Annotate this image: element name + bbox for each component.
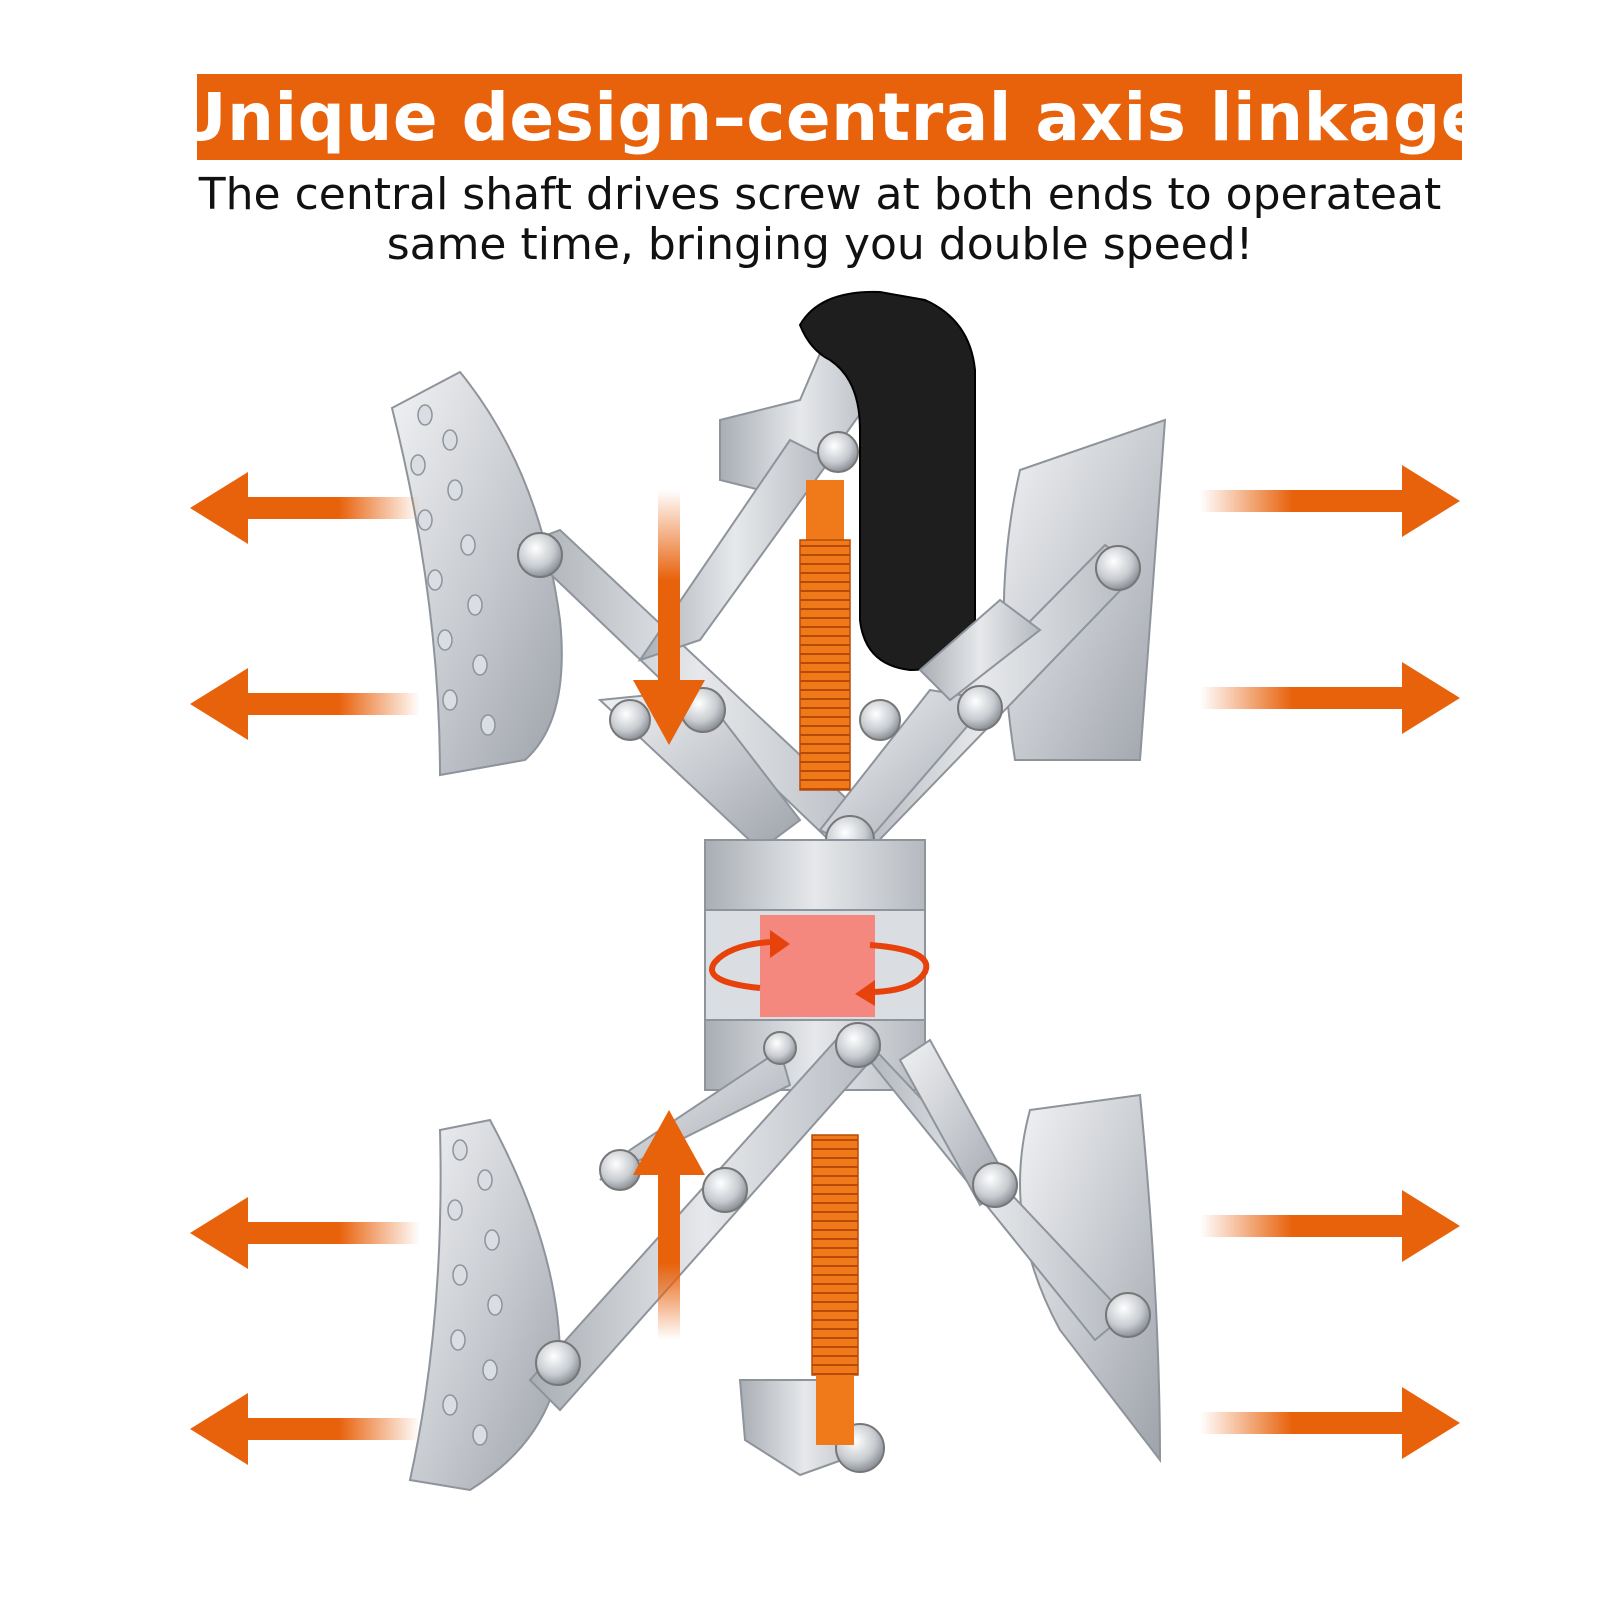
left-top-pad xyxy=(390,370,563,777)
arrow-left-icon xyxy=(190,1197,420,1269)
rotate-icon xyxy=(709,939,930,995)
page-title: Unique design–central axis linkage xyxy=(172,78,1487,156)
upper-screw-coil xyxy=(799,539,851,791)
rotating-core xyxy=(760,915,875,1017)
upper-screw-shaft xyxy=(806,480,844,540)
bolt xyxy=(702,1167,748,1213)
arrow-up-icon xyxy=(633,1110,705,1340)
subtitle-line-1: The central shaft drives screw at both e… xyxy=(198,169,1442,220)
arrow-right-icon xyxy=(1200,1190,1460,1262)
rotate-arrowhead xyxy=(770,930,790,958)
title-banner: Unique design–central axis linkage xyxy=(173,74,1486,160)
center-block xyxy=(704,839,930,1091)
bolt xyxy=(517,532,563,578)
bolt xyxy=(1105,1292,1151,1338)
bolt xyxy=(859,699,901,741)
bolt xyxy=(609,699,651,741)
pad-studs-upper xyxy=(410,404,496,736)
handle-grip xyxy=(798,290,976,672)
arrow-left-icon xyxy=(190,668,420,740)
lower-screw-coil xyxy=(811,1134,859,1376)
subtitle: The central shaft drives screw at both e… xyxy=(150,170,1490,270)
subtitle-line-2: same time, bringing you double speed! xyxy=(386,219,1254,270)
upper-center-plate xyxy=(704,839,926,911)
bolt xyxy=(599,1149,641,1191)
bolt xyxy=(835,1022,881,1068)
bolt xyxy=(957,685,1003,731)
bolt xyxy=(763,1031,797,1065)
bolt xyxy=(972,1162,1018,1208)
bolt xyxy=(817,431,859,473)
lower-scissor-assembly xyxy=(408,1022,1162,1492)
arrow-right-icon xyxy=(1200,662,1460,734)
compress-arrows xyxy=(633,490,705,1340)
arrow-down-icon xyxy=(633,490,705,745)
pad-studs-lower xyxy=(442,1139,503,1446)
bolt xyxy=(535,1340,581,1386)
arrow-right-icon xyxy=(1200,1387,1460,1459)
rotate-arrowhead xyxy=(855,980,875,1006)
arrow-left-icon xyxy=(190,1393,420,1465)
expand-arrows xyxy=(190,465,1460,1465)
upper-scissor-assembly xyxy=(390,290,1167,865)
bolt xyxy=(1095,545,1141,591)
arrow-left-icon xyxy=(190,472,420,544)
arrow-right-icon xyxy=(1200,465,1460,537)
lower-screw-shaft xyxy=(816,1375,854,1445)
upper-inner-arm-right xyxy=(918,598,1042,702)
